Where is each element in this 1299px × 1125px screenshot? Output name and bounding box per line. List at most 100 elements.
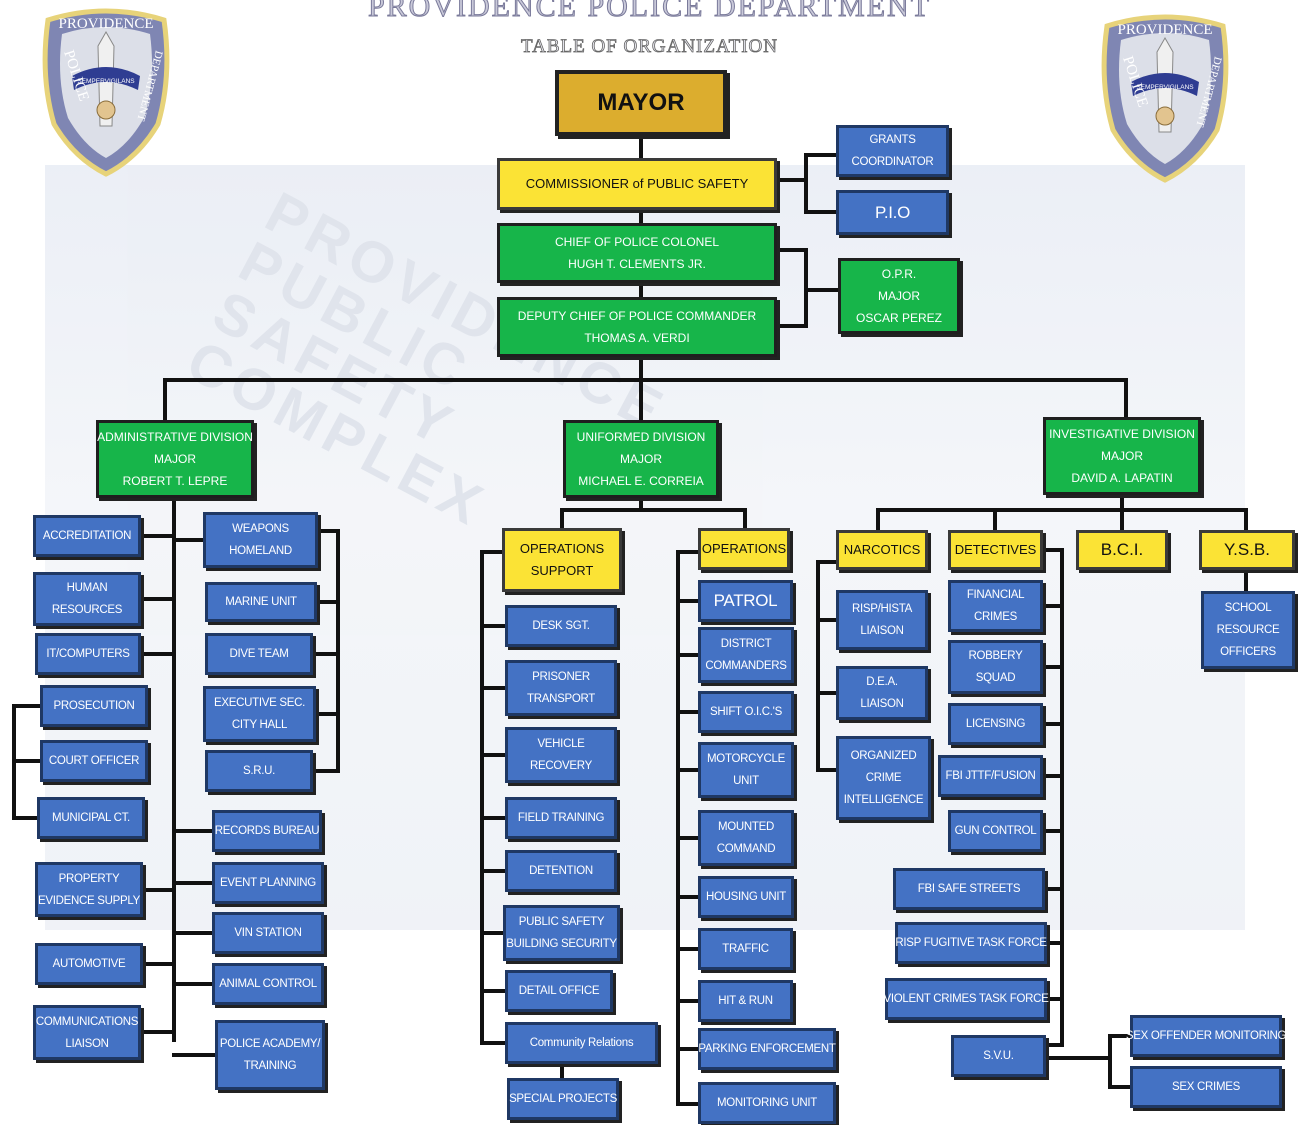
org-box-fbi-jttf: FBI JTTF/FUSION	[938, 755, 1043, 797]
connector-line	[816, 560, 838, 772]
org-box-special-line: SPECIAL PROJECTS	[509, 1093, 617, 1105]
org-box-pio: P.I.O	[836, 190, 949, 235]
org-box-municipal-ct: MUNICIPAL CT.	[37, 797, 145, 839]
org-box-weapons-line: WEAPONS	[232, 523, 289, 535]
org-box-field-line: FIELD TRAINING	[517, 812, 605, 824]
org-box-grants-line: COORDINATOR	[851, 156, 934, 168]
org-box-housing: HOUSING UNIT	[698, 876, 794, 918]
org-box-opr-line: OSCAR PEREZ	[855, 311, 942, 325]
org-box-detectives-line: DETECTIVES	[954, 542, 1037, 557]
org-box-sex-offender-line: SEX OFFENDER MONITORING	[1125, 1030, 1287, 1042]
org-box-property-line: EVIDENCE SUPPLY	[38, 894, 141, 907]
page-title: PROVIDENCE POLICE DEPARTMENT	[367, 0, 932, 24]
org-box-fbi-safe-line: FBI SAFE STREETS	[917, 883, 1021, 895]
org-box-district-line: COMMANDERS	[705, 660, 787, 672]
org-box-uniformed-line: MAJOR	[620, 452, 662, 466]
org-box-pio-line: P.I.O	[874, 202, 911, 222]
org-box-vehicle-line: VEHICLE	[537, 738, 585, 750]
org-box-admin-line: MAJOR	[154, 452, 196, 466]
org-box-organized-line: CRIME	[865, 772, 902, 784]
org-box-dive: DIVE TEAM	[205, 633, 313, 675]
org-box-svu: S.V.U.	[951, 1035, 1046, 1077]
org-box-dea: D.E.A.LIAISON	[836, 666, 928, 720]
org-box-marine: MARINE UNIT	[205, 582, 317, 622]
org-box-prisoner-line: PRISONER	[532, 671, 590, 683]
connector-line	[311, 529, 340, 773]
org-box-dea-line: LIAISON	[860, 698, 904, 710]
org-box-robbery-line: ROBBERY	[968, 650, 1023, 662]
org-box-prosecution: PROSECUTION	[40, 685, 148, 727]
org-box-exec-sec: EXECUTIVE SEC.CITY HALL	[203, 686, 316, 742]
org-box-traffic: TRAFFIC	[698, 928, 793, 970]
org-box-event-line: EVENT PLANNING	[220, 877, 316, 889]
org-box-district-line: DISTRICT	[720, 638, 772, 650]
connector-line	[676, 550, 700, 1106]
org-box-sru: S.R.U.	[205, 750, 313, 792]
org-box-records-line: RECORDS BUREAU	[214, 825, 320, 837]
org-box-uniformed-line: UNIFORMED DIVISION	[576, 430, 706, 444]
org-box-school-line: SCHOOL	[1224, 602, 1272, 614]
org-box-gun: GUN CONTROL	[948, 810, 1043, 852]
org-box-accreditation: ACCREDITATION	[33, 515, 141, 557]
org-box-vehicle: VEHICLE RECOVERY	[505, 727, 617, 783]
org-box-financial: FINANCIAL CRIMES	[948, 580, 1043, 632]
org-box-desk-line: DESK SGT.	[532, 620, 590, 632]
org-box-animal: ANIMAL CONTROL	[212, 963, 324, 1005]
org-box-court-officer: COURT OFFICER	[40, 740, 148, 782]
org-box-financial-line: FINANCIAL	[966, 589, 1025, 601]
org-box-licensing: LICENSING	[948, 703, 1043, 745]
org-box-detail-line: DETAIL OFFICE	[518, 985, 600, 997]
org-box-detectives: DETECTIVES	[948, 530, 1043, 570]
org-box-narcotics: NARCOTICS	[836, 530, 928, 570]
org-box-grants-line: GRANTS	[869, 134, 916, 146]
svg-text:PROVIDENCE: PROVIDENCE	[1117, 22, 1212, 38]
org-box-court-officer-line: COURT OFFICER	[48, 755, 140, 767]
org-box-gun-line: GUN CONTROL	[954, 825, 1037, 837]
org-box-community-line: Community Relations	[529, 1037, 634, 1049]
org-box-motorcycle-line: UNIT	[733, 775, 759, 787]
org-box-mounted-line: COMMAND	[716, 843, 776, 855]
org-box-automotive-line: AUTOMOTIVE	[52, 958, 126, 970]
org-box-sex-offender: SEX OFFENDER MONITORING	[1126, 1015, 1286, 1057]
org-box-special: SPECIAL PROJECTS	[507, 1078, 619, 1120]
org-box-sex-crimes: SEX CRIMES	[1130, 1066, 1282, 1108]
org-box-marine-line: MARINE UNIT	[225, 596, 297, 608]
org-box-admin-line: ROBERT T. LEPRE	[122, 474, 228, 488]
org-box-vehicle-line: RECOVERY	[530, 760, 592, 772]
org-box-academy-line: POLICE ACADEMY/	[219, 1038, 321, 1050]
org-box-ps-building-line: PUBLIC SAFETY	[518, 916, 605, 928]
org-box-bci: B.C.I.	[1076, 530, 1168, 570]
org-box-violent: VIOLENT CRIMES TASK FORCE	[883, 978, 1049, 1020]
org-box-ysb: Y.S.B.	[1199, 530, 1295, 570]
org-box-ps-building-line: BUILDING SECURITY	[506, 938, 617, 950]
org-box-investigative-line: DAVID A. LAPATIN	[1071, 471, 1173, 485]
org-box-ops-support-line: SUPPORT	[530, 563, 594, 578]
org-box-automotive: AUTOMOTIVE	[35, 943, 143, 985]
org-box-financial-line: CRIMES	[974, 611, 1017, 623]
org-box-violent-line: VIOLENT CRIMES TASK FORCE	[883, 993, 1049, 1005]
org-box-risp-hista-line: LIAISON	[860, 625, 904, 637]
org-box-patrol-line: PATROL	[713, 591, 778, 610]
org-box-ps-building: PUBLIC SAFETY BUILDING SECURITY	[503, 905, 620, 961]
org-box-mayor: MAYOR	[555, 70, 727, 136]
org-box-school-line: OFFICERS	[1220, 646, 1276, 658]
svg-text:PROVIDENCE: PROVIDENCE	[58, 16, 153, 32]
org-box-exec-sec-line: CITY HALL	[231, 719, 288, 731]
org-box-detail: DETAIL OFFICE	[505, 970, 613, 1012]
org-box-housing-line: HOUSING UNIT	[705, 891, 787, 903]
org-box-mounted-line: MOUNTED	[717, 821, 775, 833]
org-box-robbery-line: SQUAD	[975, 672, 1016, 684]
connector-line	[480, 550, 507, 1045]
